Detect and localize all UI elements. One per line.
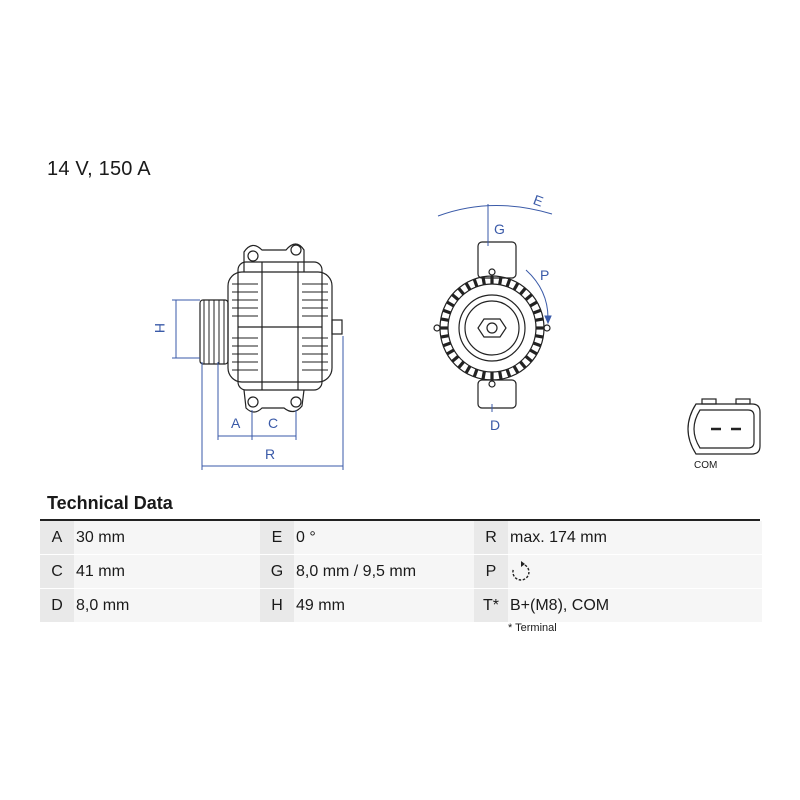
fan-slot — [446, 300, 455, 308]
front-view-dimensions — [437, 204, 553, 412]
fan-slot — [535, 317, 544, 322]
terminal-footnote: * Terminal — [508, 622, 557, 634]
fan-slot — [532, 341, 542, 348]
dim-label-E: E — [531, 191, 545, 209]
key-E: E — [260, 521, 294, 554]
key-H: H — [260, 589, 294, 622]
dim-label-D: D — [490, 417, 500, 433]
com-connector-drawing — [687, 398, 761, 455]
value-A: 30 mm — [74, 521, 260, 554]
fan-slot — [529, 348, 538, 356]
fan-slot — [472, 368, 479, 378]
value-P — [508, 555, 762, 588]
fan-slot — [457, 287, 465, 296]
fan-slot — [532, 308, 542, 315]
key-P: P — [474, 555, 508, 588]
table-row: C 41 mm G 8,0 mm / 9,5 mm P — [40, 555, 762, 589]
value-T: B+(M8), COM — [508, 589, 762, 622]
fan-slot — [442, 341, 452, 348]
dim-label-H: H — [152, 323, 168, 333]
fan-slot — [490, 276, 494, 284]
fan-slot — [464, 365, 472, 374]
fan-slot — [519, 360, 527, 369]
key-C: C — [40, 555, 74, 588]
fan-slot — [535, 334, 544, 339]
fan-slot — [457, 360, 465, 369]
fan-slot — [446, 348, 455, 356]
rating-title: 14 V, 150 A — [47, 158, 151, 180]
fan-slot — [536, 326, 544, 330]
fan-slot — [512, 282, 520, 291]
fan-slot — [524, 293, 533, 301]
table-row: A 30 mm E 0 ° R max. 174 mm — [40, 519, 762, 555]
value-G: 8,0 mm / 9,5 mm — [294, 555, 476, 588]
fan-slot — [498, 276, 503, 285]
fan-slot — [505, 278, 512, 288]
key-T: T* — [474, 589, 508, 622]
fan-slot — [472, 278, 479, 288]
value-C: 41 mm — [74, 555, 260, 588]
fan-slot — [498, 371, 503, 380]
fan-slot — [481, 276, 486, 285]
front-view — [433, 241, 551, 409]
fan-slot — [481, 371, 486, 380]
technical-data-table: A 30 mm E 0 ° R max. 174 mm C 41 mm G 8,… — [40, 519, 762, 623]
fan-slot — [440, 317, 449, 322]
value-H: 49 mm — [294, 589, 476, 622]
dim-label-A: A — [231, 415, 241, 431]
fan-slot — [440, 334, 449, 339]
dim-label-C: C — [268, 415, 278, 431]
value-R: max. 174 mm — [508, 521, 762, 554]
table-row: D 8,0 mm H 49 mm T* B+(M8), COM — [40, 589, 762, 623]
side-view — [199, 243, 343, 413]
value-D: 8,0 mm — [74, 589, 260, 622]
fan-slot — [524, 355, 533, 363]
fan-slot — [442, 308, 452, 315]
key-D: D — [40, 589, 74, 622]
fan-slot — [451, 293, 460, 301]
value-E: 0 ° — [294, 521, 476, 554]
fan-slot — [529, 300, 538, 308]
dim-label-P: P — [540, 267, 549, 283]
technical-data-title: Technical Data — [47, 493, 173, 513]
fan-slot — [451, 355, 460, 363]
dim-label-R: R — [265, 446, 275, 462]
connector-label: COM — [694, 460, 718, 471]
fan-slot — [512, 365, 520, 374]
key-A: A — [40, 521, 74, 554]
front-view-slots — [440, 276, 544, 380]
key-R: R — [474, 521, 508, 554]
dim-label-G: G — [494, 221, 505, 237]
fan-slot — [464, 282, 472, 291]
fan-slot — [519, 287, 527, 296]
rotation-clockwise-icon — [512, 560, 530, 581]
fan-slot — [490, 372, 494, 380]
fan-slot — [505, 368, 512, 378]
side-view-dimensions — [172, 299, 344, 470]
fan-slot — [440, 326, 448, 330]
key-G: G — [260, 555, 294, 588]
